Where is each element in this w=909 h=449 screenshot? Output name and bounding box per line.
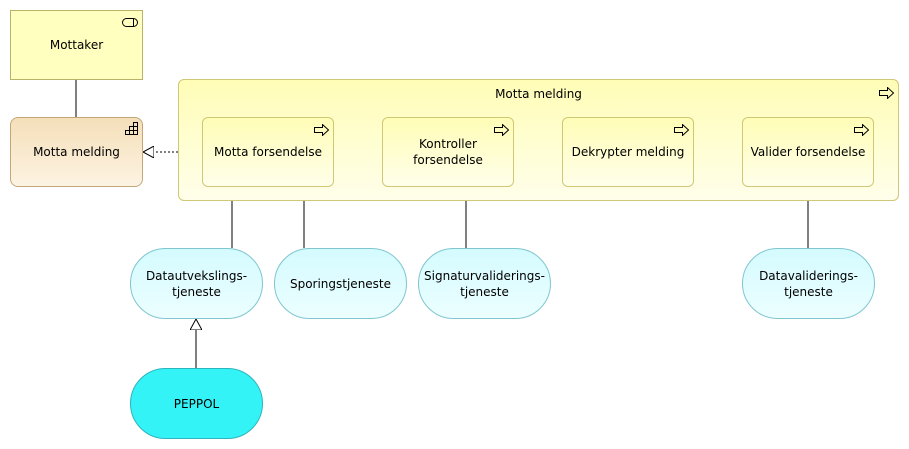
role-toggle-icon <box>122 16 139 32</box>
service-signaturvaliderings-tjeneste-label: Signaturvaliderings- tjeneste <box>424 268 545 299</box>
motta-melding-process-label: Motta melding <box>495 87 582 101</box>
process-dekrypter-melding-label: Dekrypter melding <box>571 145 685 159</box>
process-arrow-icon <box>879 86 895 103</box>
motta-melding-function[interactable]: Motta melding <box>10 117 143 187</box>
process-arrow-icon <box>674 123 690 140</box>
process-kontroller-forsendelse-label: Kontroller forsendelse <box>413 137 483 167</box>
mottaker-actor[interactable]: Mottaker <box>10 10 143 80</box>
service-sporingstjeneste[interactable]: Sporingstjeneste <box>274 248 407 319</box>
process-arrow-icon <box>494 123 510 140</box>
process-kontroller-forsendelse[interactable]: Kontroller forsendelse <box>382 117 514 187</box>
service-datautvekslings-tjeneste[interactable]: Datautvekslings- tjeneste <box>130 248 263 319</box>
function-grid-icon <box>125 122 138 139</box>
process-dekrypter-melding[interactable]: Dekrypter melding <box>562 117 694 187</box>
service-peppol-label: PEPPOL <box>173 396 220 411</box>
service-datavaliderings-tjeneste[interactable]: Datavaliderings- tjeneste <box>742 248 875 319</box>
process-arrow-icon <box>854 123 870 140</box>
service-sporingstjeneste-label: Sporingstjeneste <box>289 276 392 291</box>
mottaker-label: Mottaker <box>49 38 104 52</box>
service-datautvekslings-tjeneste-label: Datautvekslings- tjeneste <box>145 268 248 299</box>
process-valider-forsendelse[interactable]: Valider forsendelse <box>742 117 874 187</box>
process-valider-forsendelse-label: Valider forsendelse <box>750 145 866 159</box>
service-datavaliderings-tjeneste-label: Datavaliderings- tjeneste <box>759 268 858 299</box>
process-motta-forsendelse[interactable]: Motta forsendelse <box>202 117 334 187</box>
motta-melding-function-label: Motta melding <box>33 145 120 159</box>
process-motta-forsendelse-label: Motta forsendelse <box>214 145 322 159</box>
process-arrow-icon <box>314 123 330 140</box>
service-peppol[interactable]: PEPPOL <box>130 368 263 439</box>
service-signaturvaliderings-tjeneste[interactable]: Signaturvaliderings- tjeneste <box>418 248 551 319</box>
